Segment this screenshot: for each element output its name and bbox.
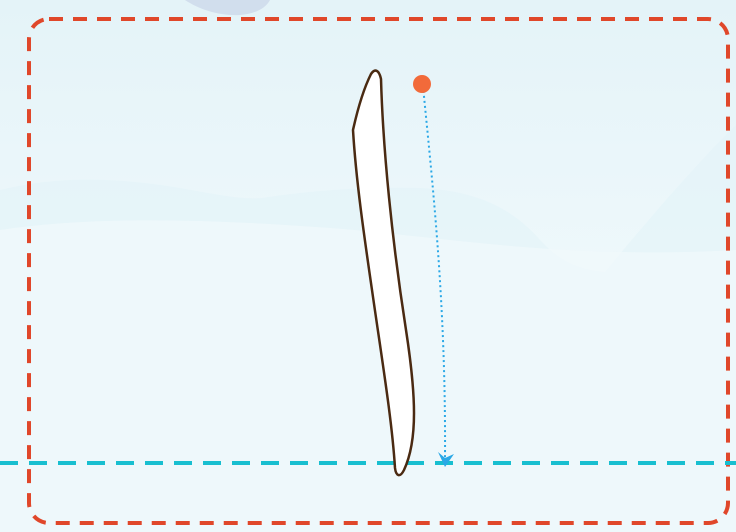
start-point-icon[interactable] (413, 75, 431, 93)
